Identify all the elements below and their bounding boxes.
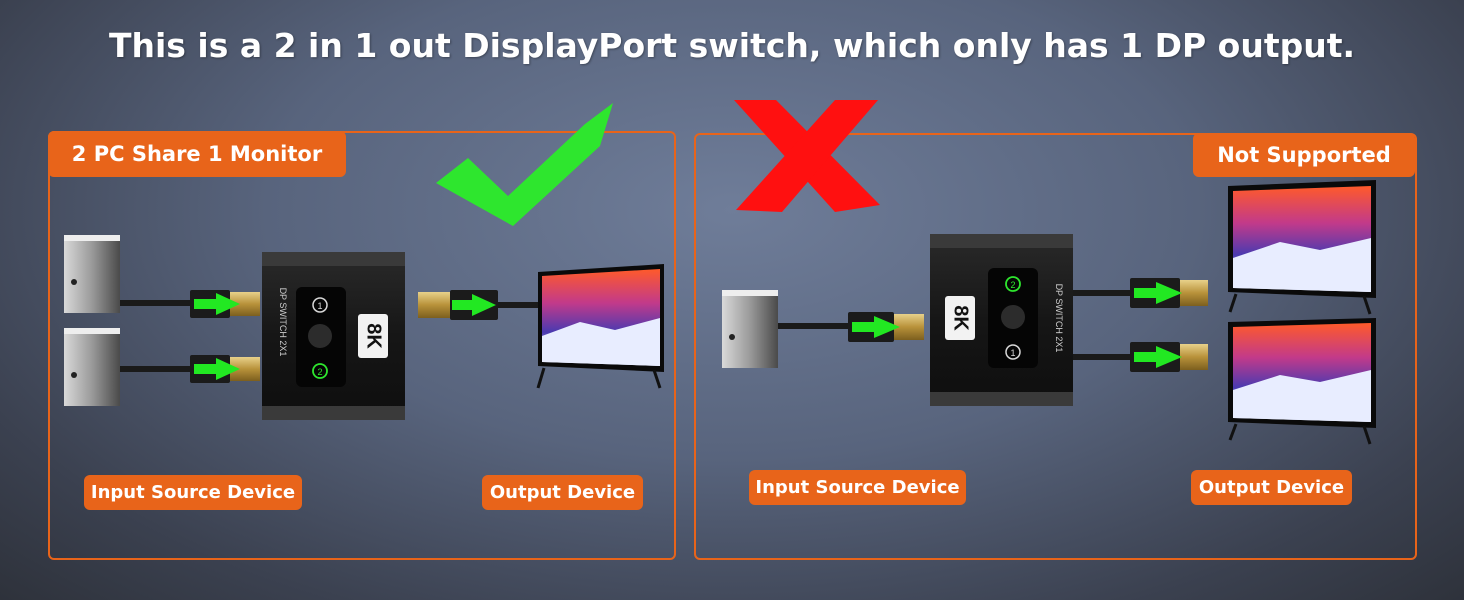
dp-connector — [848, 312, 924, 342]
dp-connector — [1130, 342, 1208, 372]
right-panel-title: Not Supported — [1193, 133, 1415, 177]
dp-connector — [190, 290, 260, 318]
dp-cable — [498, 302, 540, 308]
left-panel-title: 2 PC Share 1 Monitor — [48, 131, 346, 177]
dp-connector — [1130, 278, 1208, 308]
port-1-label: 1 — [317, 301, 322, 311]
port-1-label: 1 — [1010, 348, 1015, 358]
page-headline: This is a 2 in 1 out DisplayPort switch,… — [108, 26, 1356, 65]
right-input-label: Input Source Device — [749, 470, 966, 505]
right-panel — [694, 133, 1417, 560]
monitor-icon — [1228, 180, 1376, 315]
dp-connector — [418, 290, 498, 320]
left-output-label: Output Device — [482, 475, 643, 510]
dp-cable — [778, 323, 850, 329]
switch-badge: 8K — [950, 305, 972, 331]
left-input-label: Input Source Device — [84, 475, 302, 510]
pc-tower-icon — [64, 235, 120, 313]
monitor-icon — [536, 264, 664, 389]
switch-model-text: DP SWITCH 2X1 — [1054, 284, 1064, 353]
pc-tower-icon — [64, 328, 120, 406]
port-2-label: 2 — [1010, 280, 1015, 290]
dp-cable — [1073, 354, 1133, 360]
dp-cable — [120, 366, 190, 372]
dp-cable — [120, 300, 190, 306]
port-2-label: 2 — [317, 367, 322, 377]
left-panel — [48, 131, 676, 560]
dp-switch-box — [930, 234, 1073, 406]
cross-icon — [734, 100, 880, 212]
dp-switch-box — [262, 252, 405, 420]
dp-cable — [1073, 290, 1133, 296]
switch-badge: 8K — [363, 323, 385, 349]
dp-connector — [190, 355, 260, 383]
right-output-label: Output Device — [1191, 470, 1352, 505]
monitor-icon — [1228, 318, 1376, 445]
checkmark-icon — [436, 103, 613, 226]
switch-model-text: DP SWITCH 2X1 — [278, 288, 288, 357]
pc-tower-icon — [722, 290, 778, 368]
